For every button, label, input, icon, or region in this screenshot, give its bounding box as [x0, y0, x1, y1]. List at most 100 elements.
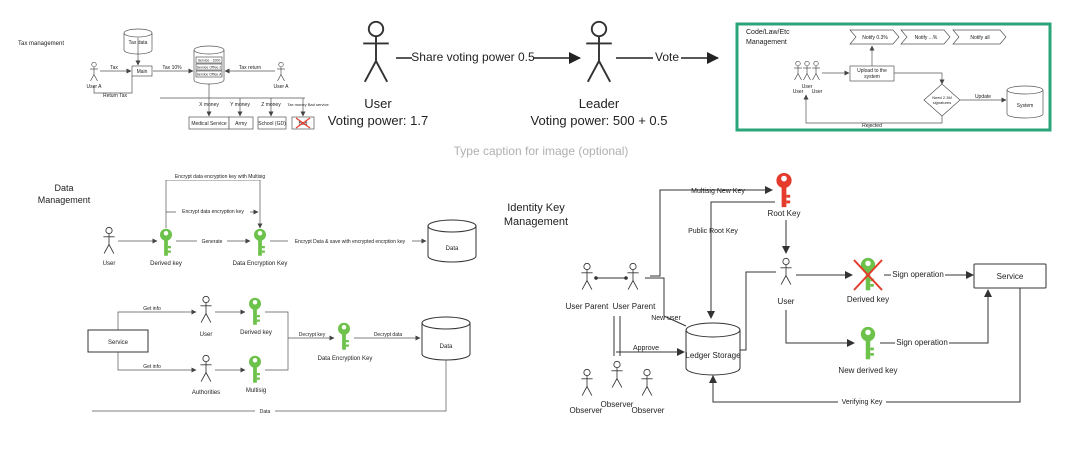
tax-target-school: [257, 116, 287, 130]
data-dek-label: Data Encryption Key: [233, 261, 288, 267]
share-label: Share voting power 0.5: [411, 50, 535, 64]
data-return-label: Data: [260, 409, 271, 415]
tax-target-army: [228, 116, 254, 130]
identity-service-box: [973, 263, 1047, 289]
identity-user-parent-1-icon: [580, 262, 594, 291]
data-multisig-key-icon: [249, 355, 261, 383]
data-derived-key-label: Derived key: [150, 261, 182, 267]
identity-new-derived-key-icon: [860, 326, 876, 360]
tax-branch-3: Z money: [261, 102, 281, 108]
data-get-info-2: Get info: [143, 364, 161, 370]
tax-branch-1: X money: [199, 102, 219, 108]
data-management-section: Data Management Encrypt data encryption …: [38, 172, 477, 415]
data-decrypt-data-label: Decrypt data: [374, 332, 403, 338]
code-title-line2: Management: [746, 39, 787, 46]
identity-observer-1-label: Observer: [570, 406, 603, 415]
identity-user-parent-2-label: User Parent: [613, 302, 656, 311]
system-label: System: [1017, 103, 1034, 109]
data-generate-label: Generate: [202, 239, 223, 245]
data-db-1: Data: [427, 219, 477, 263]
identity-ledger-label: Ledger Storage: [685, 351, 741, 360]
notify-1-label: Notify 0.3%: [862, 35, 888, 41]
voting-leader-label: Leader: [579, 96, 620, 111]
identity-user-icon: [779, 257, 793, 286]
upload-label-2: system: [864, 74, 880, 80]
notify-2-label: Notify ...%: [915, 35, 938, 41]
voting-user-power: Voting power: 1.7: [328, 113, 428, 128]
update-label: Update: [975, 94, 991, 100]
identity-user-parent-2-icon: [626, 262, 640, 291]
identity-sign-op-2-label: Sign operation: [896, 338, 948, 347]
data-derived-key2-icon: [249, 297, 261, 325]
code-management-section: Code/Law/Etc Management Notify 0.3% Noti…: [735, 22, 1052, 132]
data-enc-label: Encrypt data encryption key: [182, 209, 244, 215]
notify-3: [952, 29, 1007, 45]
identity-root-key-label: Root Key: [768, 209, 801, 218]
identity-observer-3-label: Observer: [632, 406, 665, 415]
voting-user-icon: [362, 20, 390, 83]
decision-label-2: signatures: [933, 100, 951, 105]
identity-observer-2-label: Observer: [601, 400, 634, 409]
identity-new-derived-key-label: New derived key: [838, 366, 897, 375]
code-actor-2-label: User: [802, 84, 813, 90]
notify-2: [900, 29, 951, 45]
tax-target-school-label: School (GD): [258, 121, 286, 127]
tax-target-army-label: Army: [235, 121, 247, 127]
identity-multisig-label: Multisig New Key: [691, 188, 745, 195]
tax-target-bad-label: Bad: [299, 121, 308, 127]
tax-edge-3: Tax return: [239, 65, 261, 71]
data-authorities-label: Authorities: [192, 390, 220, 396]
tax-db-row-3: Service Office A: [197, 73, 223, 77]
identity-ledger-db: Ledger Storage: [685, 322, 741, 376]
vote-label: Vote: [655, 50, 679, 64]
identity-user-parent-1-label: User Parent: [566, 302, 609, 311]
identity-title-line1: Identity Key: [507, 202, 565, 214]
identity-observer-1-icon: [580, 368, 594, 397]
data-dek2-label: Data Encryption Key: [318, 356, 373, 362]
data-db-1-label: Data: [446, 246, 459, 252]
data-top-label: Encrypt data encryption key with Multisi…: [175, 174, 266, 180]
identity-approve-label: Approve: [633, 345, 659, 352]
tax-branch-2: Y money: [230, 102, 250, 108]
tax-edge-4: Return Tax: [103, 93, 128, 99]
data-db-2-label: Data: [440, 344, 453, 350]
tax-main-node: [131, 65, 153, 77]
code-actor-3-label: User: [812, 89, 823, 95]
tax-actor-right-label: User A: [273, 84, 289, 90]
data-get-info-1: Get info: [143, 306, 161, 312]
data-derived-key-icon: [160, 228, 172, 256]
data-title-line2: Management: [38, 195, 91, 205]
identity-observer-3-icon: [640, 368, 654, 397]
voting-section: User Voting power: 1.7 Share voting powe…: [328, 20, 719, 128]
image-caption[interactable]: Type caption for image (optional): [454, 144, 629, 158]
decision-label-1: Need 2.3M: [932, 95, 952, 100]
identity-new-user-label: New user: [651, 315, 681, 322]
tax-actor-right-icon: [276, 62, 286, 82]
identity-public-root-label: Public Root Key: [688, 228, 738, 235]
identity-root-key-icon: [776, 172, 792, 208]
tax-title: Tax management: [18, 41, 64, 47]
tax-branch-4: Tax money Bad service: [287, 102, 329, 107]
data-user2-label: User: [200, 332, 213, 338]
tax-management-section: Tax management Tax data Service - 1000 S…: [18, 28, 329, 130]
upload-label-1: Upload to the: [857, 68, 887, 74]
identity-user-label: User: [778, 297, 795, 306]
code-actor-1-label: User: [793, 89, 804, 95]
data-db-2: Data: [421, 316, 471, 361]
tax-main-node-label: Main: [137, 69, 148, 75]
tax-db-row-1: Service - 1000: [198, 59, 221, 63]
tax-edge-1: Tax: [110, 65, 118, 71]
identity-derived-key-label: Derived key: [847, 295, 889, 304]
identity-verifying-key-label: Verifying Key: [842, 399, 883, 406]
identity-observer-2-icon: [610, 360, 624, 389]
data-dek-icon: [254, 228, 266, 256]
data-user-icon: [102, 226, 116, 255]
tax-actor-left-icon: [89, 62, 99, 82]
tax-edge-2: Tax 10%: [162, 65, 182, 71]
tax-db-row-2: Service Office 2: [197, 66, 222, 70]
data-title-line1: Data: [54, 183, 73, 193]
identity-service-label: Service: [997, 272, 1024, 281]
tax-list-db: Service - 1000 Service Office 2 Service …: [193, 45, 225, 85]
